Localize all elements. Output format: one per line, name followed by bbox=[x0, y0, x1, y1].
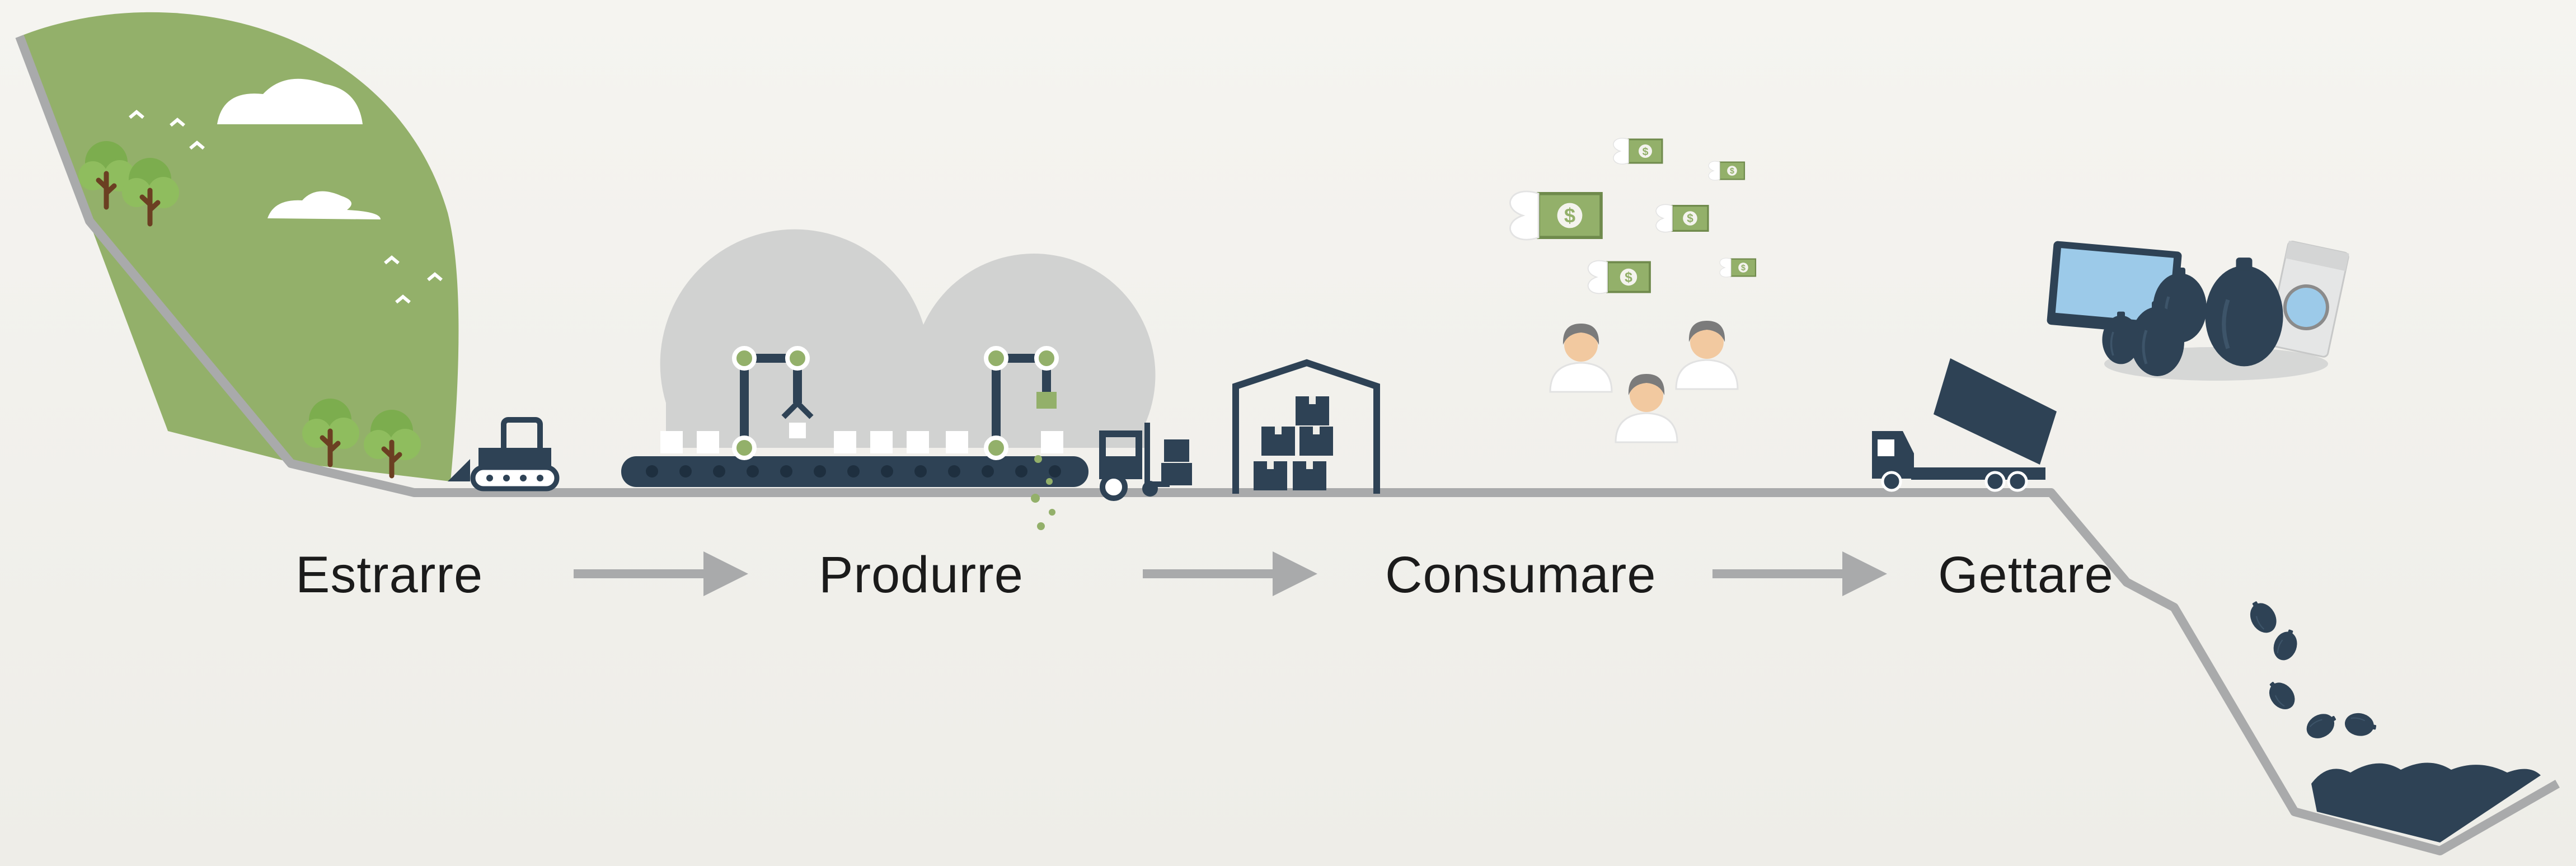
cloud-icon bbox=[268, 191, 381, 219]
consumers-icon bbox=[1549, 320, 1739, 443]
arrow-right-icon bbox=[574, 551, 748, 596]
emissions-dots bbox=[1031, 455, 1055, 530]
person-icon bbox=[1615, 373, 1678, 443]
arrow-right-icon bbox=[1143, 551, 1317, 596]
monitor-icon bbox=[2047, 241, 2182, 335]
landfill-icon bbox=[2243, 595, 2541, 842]
money-icon bbox=[1510, 137, 1757, 295]
waste-pile-icon bbox=[2047, 240, 2349, 381]
stage-label-produce: Produrre bbox=[819, 546, 1024, 603]
person-icon bbox=[1675, 320, 1739, 390]
washing-machine-icon bbox=[2267, 240, 2349, 358]
birds-icon bbox=[129, 110, 443, 304]
extraction-hill bbox=[20, 12, 459, 481]
stage-label-extract: Estrarre bbox=[295, 546, 484, 603]
bulldozer-icon bbox=[448, 417, 560, 491]
robot-arm-icon bbox=[984, 346, 1059, 448]
warehouse-icon bbox=[1232, 359, 1380, 494]
arrow-right-icon bbox=[1712, 551, 1887, 596]
stage-label-consume: Consumare bbox=[1385, 546, 1657, 603]
ground-line bbox=[15, 35, 2560, 855]
stage-label-dispose: Gettare bbox=[1938, 546, 2114, 603]
person-icon bbox=[1549, 322, 1613, 393]
conveyor-belt bbox=[621, 436, 1088, 487]
dump-truck-icon bbox=[1872, 358, 2057, 492]
cloud-icon bbox=[217, 78, 363, 124]
forklift-icon bbox=[1099, 423, 1192, 501]
robot-arm-icon bbox=[732, 346, 814, 448]
factory bbox=[621, 229, 1156, 530]
